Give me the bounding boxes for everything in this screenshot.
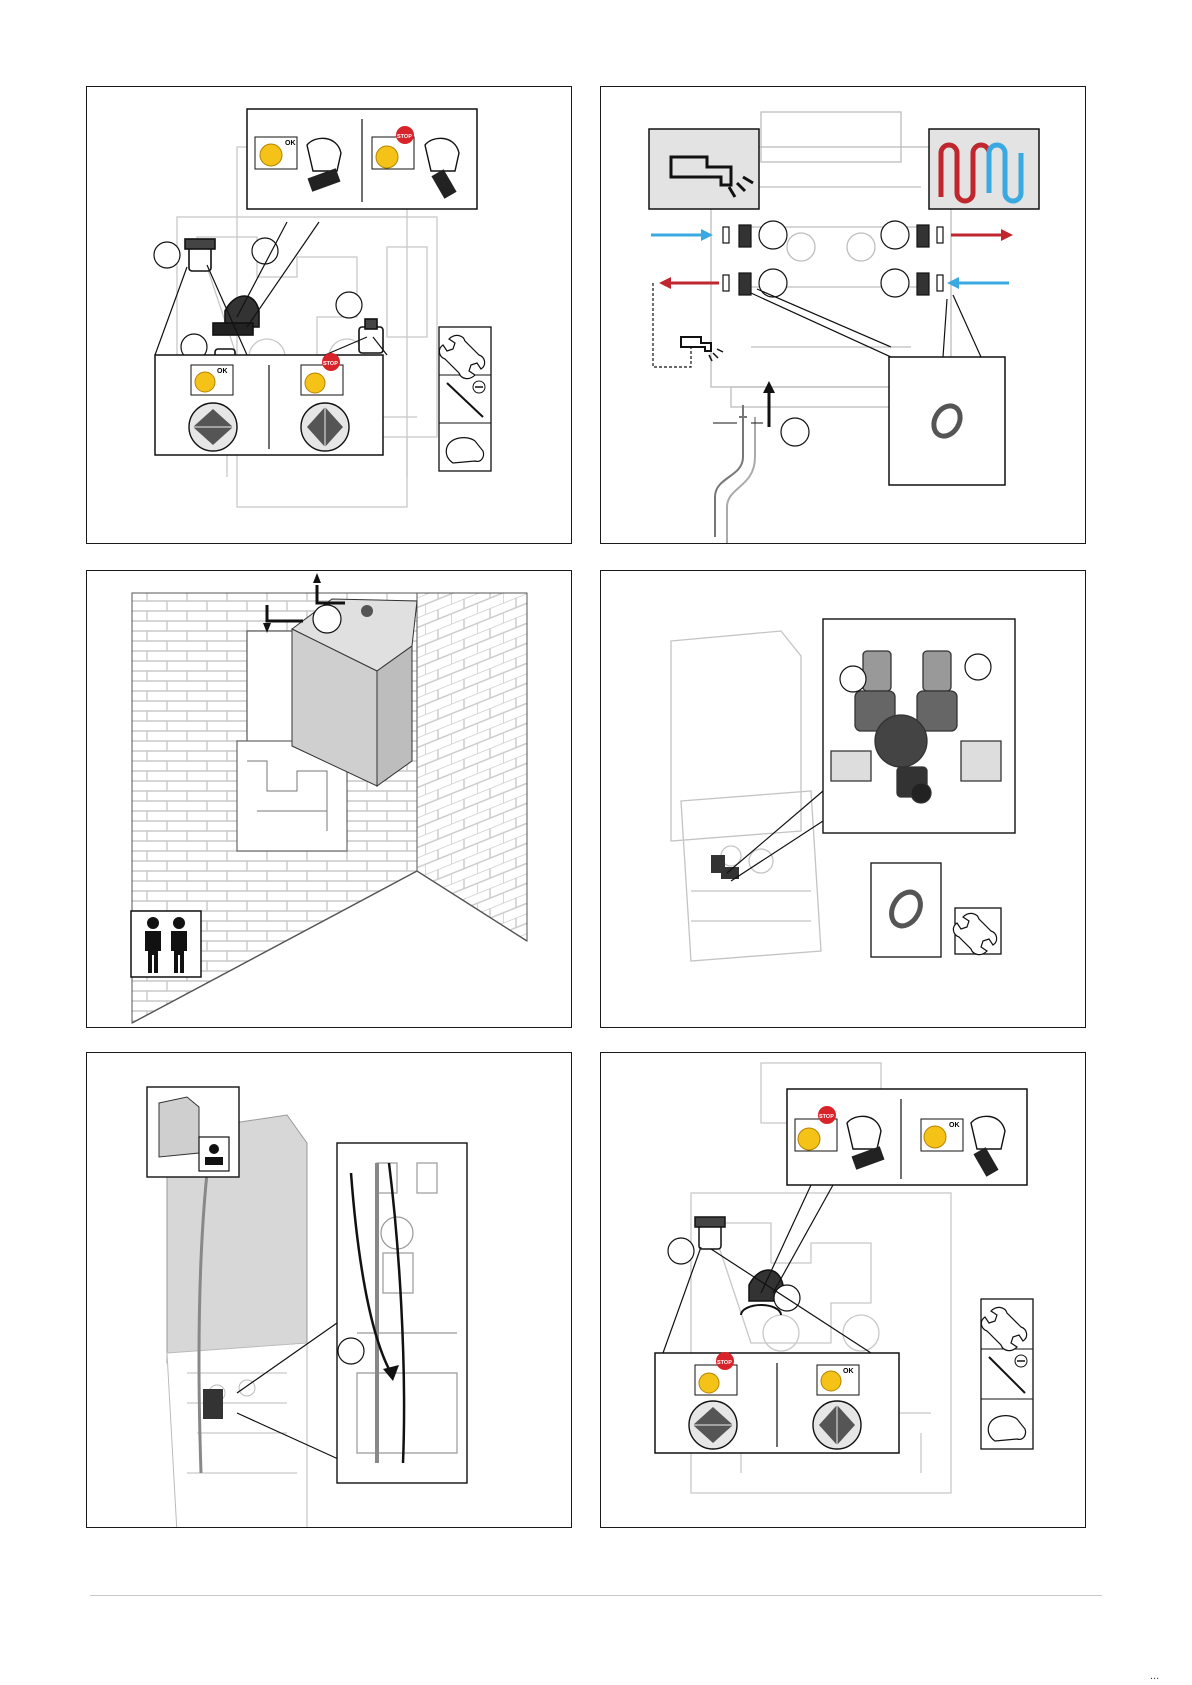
ok-badge-2: OK [217,368,228,375]
illustration-wall-mounting [87,571,571,1027]
bottom-inset-box-6: STOP OK [655,1352,899,1453]
pipe-stubs [723,225,943,295]
callout-4 [881,269,909,297]
tool-column-6 [981,1299,1033,1449]
bottom-inset-box: OK STOP [155,353,383,455]
callout-2 [965,654,991,680]
callout-1 [759,221,787,249]
callout-3 [336,292,362,318]
panel-wall-mounting [86,570,572,1028]
siphon-pipe [715,405,755,543]
callout-1 [668,1238,694,1264]
callout-3 [881,221,909,249]
illustration-valves-open: OK STOP OK STOP [87,87,571,543]
heating-flow-arrow [1001,229,1013,241]
callout-5 [781,418,809,446]
leader-lines-6 [663,1185,871,1353]
illustration-connect-unit [601,571,1085,1027]
stop-badge-2: STOP [717,1360,732,1366]
panel-water-connections [600,86,1086,544]
boiler-outline-4 [671,631,821,961]
top-inset-box: OK STOP [247,109,477,209]
footer-rule [90,1595,1102,1596]
valve-cluster-5 [203,1389,223,1419]
illustration-water-connections [601,87,1085,543]
drain-tap-icon [653,283,723,367]
side-wall [417,593,527,941]
ok-badge: OK [949,1122,960,1129]
hot-water-out-arrow [659,277,671,289]
two-person-lift-icon [131,911,201,977]
read-manual-icon [199,1137,229,1171]
callout-2 [252,238,278,264]
callout-1 [154,242,180,268]
gasket-box [871,863,941,957]
panel-condensate-hose [86,1052,572,1528]
illustration-valves-close: STOP OK STOP OK [601,1053,1085,1527]
flow-arrows [651,229,1013,289]
stop-badge: STOP [819,1114,834,1120]
top-inset-box-6: STOP OK [787,1089,1027,1185]
page-corner-mark: ... [1150,1670,1159,1682]
stop-badge-2: STOP [323,361,338,367]
callout-1 [338,1338,364,1364]
panel-valves-close-check: STOP OK STOP OK [600,1052,1086,1528]
illustration-condensate-hose [87,1053,571,1527]
heating-return-arrow [947,277,959,289]
tool-column [439,327,491,471]
ok-badge-2: OK [843,1368,854,1375]
callout-circles-2 [759,221,909,446]
callout-1 [313,605,341,633]
stop-badge: STOP [397,134,412,140]
ok-badge: OK [285,140,296,147]
panel-connect-unit [600,570,1086,1028]
callout-2 [759,269,787,297]
panel-valves-open-check: OK STOP OK STOP [86,86,572,544]
callout-1 [840,666,866,692]
valve-group-6 [695,1217,783,1315]
